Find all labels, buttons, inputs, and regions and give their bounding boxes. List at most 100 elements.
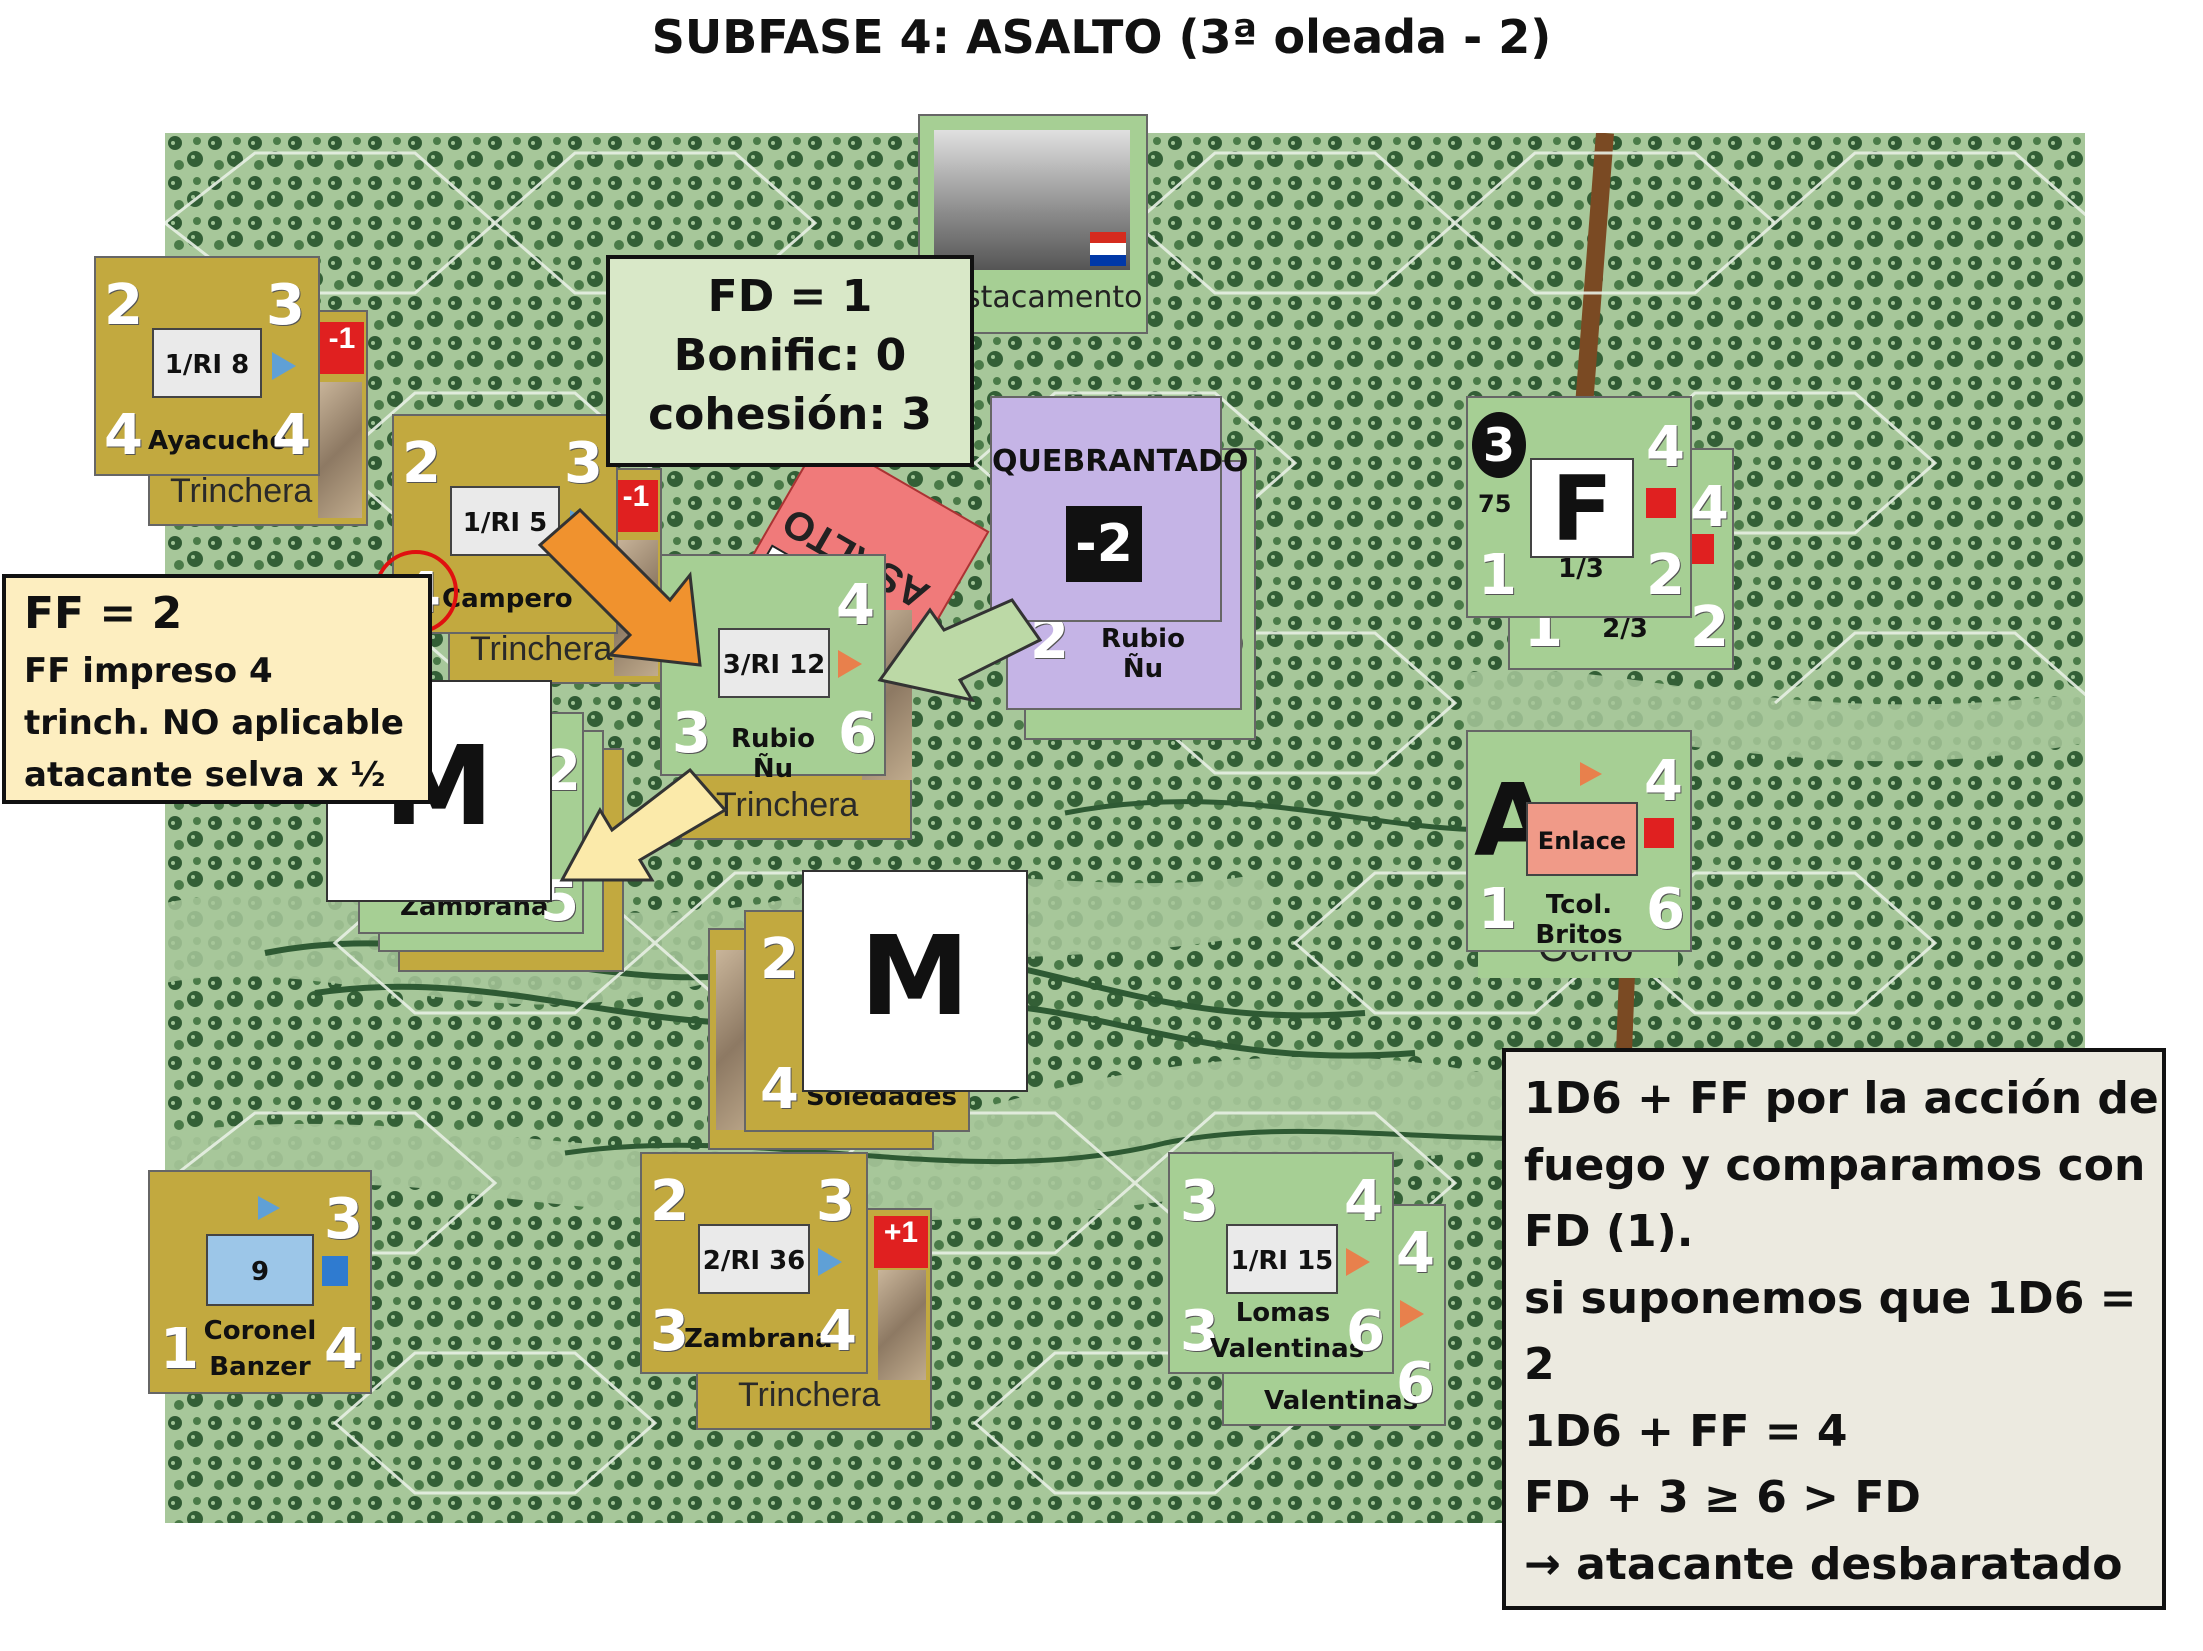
attack-value: 3 <box>1180 1169 1219 1234</box>
move-value: 6 <box>1346 1299 1385 1364</box>
caliber-label: 75 <box>1478 490 1512 518</box>
info-line-2: fuego y comparamos con <box>1524 1139 2146 1191</box>
fire-value: 3 <box>1180 1299 1219 1364</box>
move-value: 2 <box>1646 543 1685 608</box>
trinchera-label: Trinchera <box>170 472 313 510</box>
defense-value: 3 <box>324 1187 363 1252</box>
unit-id-box: 1/RI 8 <box>152 328 262 398</box>
info-line-6: 1D6 + FF = 4 <box>1524 1405 1848 1457</box>
fort-letter: F <box>1530 458 1634 560</box>
unit-name-line2: Valentinas <box>1210 1334 1365 1364</box>
trinchera-label: Trinchera <box>716 786 859 824</box>
triangle-icon <box>1400 1300 1424 1328</box>
attack-value: 2 <box>402 431 441 496</box>
unit-counter-fuerte-1-3[interactable]: 3 75 F 4 1 1/3 2 <box>1466 396 1692 618</box>
quebrantado-label: QUEBRANTADO <box>992 444 1249 479</box>
unit-id-box: 3/RI 12 <box>718 628 830 698</box>
quebrantado-marker[interactable]: QUEBRANTADO -2 <box>990 396 1249 622</box>
defense-value: 3 <box>816 1169 855 1234</box>
mystery-marker-center[interactable]: M <box>802 870 1028 1092</box>
unit-name: Zambrana <box>684 1324 833 1354</box>
triangle-icon <box>1346 1248 1370 1276</box>
fd-line: FD = 1 <box>707 271 873 322</box>
unit-counter-coronel-banzer[interactable]: 9 3 1 Coronel Banzer 4 <box>148 1170 372 1394</box>
move-value: 6 <box>1396 1351 1435 1416</box>
unit-id-box: Enlace <box>1526 802 1638 876</box>
info-line-7: FD + 3 ≥ 6 > FD <box>1524 1472 1921 1523</box>
unit-name: Ayacucho <box>148 426 288 456</box>
move-value: 4 <box>272 403 311 468</box>
unit-id-box: 1/RI 5 <box>450 486 560 556</box>
defense-value: 4 <box>1396 1221 1435 1286</box>
defense-value: 4 <box>1690 475 1729 540</box>
unit-name-line1: Coronel <box>203 1316 317 1346</box>
defense-value: 3 <box>266 273 305 338</box>
unit-name-line2: Banzer <box>209 1352 311 1382</box>
move-value: 6 <box>838 701 877 766</box>
red-modifier <box>1690 534 1714 564</box>
flag-icon <box>258 1196 280 1220</box>
triangle-icon <box>838 650 862 678</box>
page-title: SUBFASE 4: ASALTO (3ª oleada - 2) <box>651 10 1552 64</box>
unit-counter-lomas-valentinas[interactable]: 3 4 1/RI 15 3 Lomas Valentinas 6 <box>1168 1152 1394 1374</box>
defense-value: 4 <box>1344 1169 1383 1234</box>
light-yellow-arrow <box>559 767 728 882</box>
paraguay-flag-icon <box>1090 232 1126 266</box>
trinchera-label: Trinchera <box>738 1376 881 1414</box>
fire-value: 3 <box>650 1299 689 1364</box>
unit-id-box: 9 <box>206 1234 314 1306</box>
orange-arrow <box>537 507 702 667</box>
bonific-line: Bonific: 0 <box>673 330 907 381</box>
defense-value: 4 <box>1646 415 1685 480</box>
red-modifier: -1 <box>320 322 364 374</box>
ff-info-box: FF = 2 FF impreso 4 trinch. NO aplicable… <box>2 574 432 804</box>
unit-id: 1/3 <box>1558 554 1604 584</box>
move-value: 2 <box>1690 595 1729 660</box>
unit-name: Valentinas <box>1264 1386 1419 1416</box>
mystery-letter: M <box>860 912 970 1040</box>
unit-counter-zambrana[interactable]: 2 3 2/RI 36 3 Zambrana 4 <box>640 1152 868 1374</box>
fire-value: 1 <box>160 1317 199 1382</box>
attack-value: 2 <box>760 927 799 992</box>
unit-name: Tcol. Britos <box>1535 890 1623 950</box>
fire-value: 4 <box>104 403 143 468</box>
blue-marker <box>322 1256 348 1286</box>
unit-id-box: 1/RI 15 <box>1226 1224 1338 1294</box>
move-value: 4 <box>324 1317 363 1382</box>
info-line-4: si suponemos que 1D6 = <box>1524 1272 2137 1324</box>
defense-value: 4 <box>1644 749 1683 814</box>
info-line-8: → atacante desbaratado <box>1524 1538 2123 1590</box>
fire-value: 3 <box>672 701 711 766</box>
fire-value: 4 <box>760 1057 799 1122</box>
attack-value: 2 <box>104 273 143 338</box>
red-modifier: +1 <box>874 1216 928 1268</box>
info-line-5: 2 <box>1524 1339 1555 1390</box>
triangle-icon <box>272 352 296 380</box>
trinch-line: trinch. NO aplicable <box>24 703 404 743</box>
fd-info-box: FD = 1 Bonific: 0 cohesión: 3 <box>606 255 974 467</box>
triangle-icon <box>818 1248 842 1276</box>
destacamento-counter[interactable]: Destacamento <box>918 114 1148 334</box>
ff-impreso-line: FF impreso 4 <box>24 651 273 691</box>
defense-value: 3 <box>564 431 603 496</box>
ff-line: FF = 2 <box>24 588 183 639</box>
move-value: 6 <box>1646 877 1685 942</box>
unit-name: Rubio Ñu <box>731 724 815 784</box>
fire-value: 1 <box>1478 543 1517 608</box>
unit-id: 2/3 <box>1602 614 1648 644</box>
unit-name-line1: Lomas <box>1235 1298 1331 1328</box>
quebrantado-value: -2 <box>1066 506 1142 582</box>
result-info-box: 1D6 + FF por la acción de fuego y compar… <box>1502 1048 2166 1610</box>
unit-counter-ayacucho[interactable]: 2 3 1/RI 8 4 Ayacucho 4 <box>94 256 320 476</box>
info-line-3: FD (1). <box>1524 1206 1694 1257</box>
unit-counter-enlace[interactable]: A Enlace 4 1 Tcol. Britos 6 <box>1466 730 1692 952</box>
unit-counter-rubio-nu[interactable]: 4 3/RI 12 3 Rubio Ñu 6 <box>660 554 886 784</box>
red-modifier <box>1644 818 1674 848</box>
red-modifier: -1 <box>614 480 658 532</box>
unit-name: Campero <box>442 584 573 614</box>
move-value: 4 <box>818 1299 857 1364</box>
unit-name: Rubio Ñu <box>1101 624 1185 684</box>
info-line-1: 1D6 + FF por la acción de <box>1524 1073 2159 1124</box>
unit-id-box: 2/RI 36 <box>698 1224 810 1294</box>
cohesion-line: cohesión: 3 <box>648 389 932 440</box>
